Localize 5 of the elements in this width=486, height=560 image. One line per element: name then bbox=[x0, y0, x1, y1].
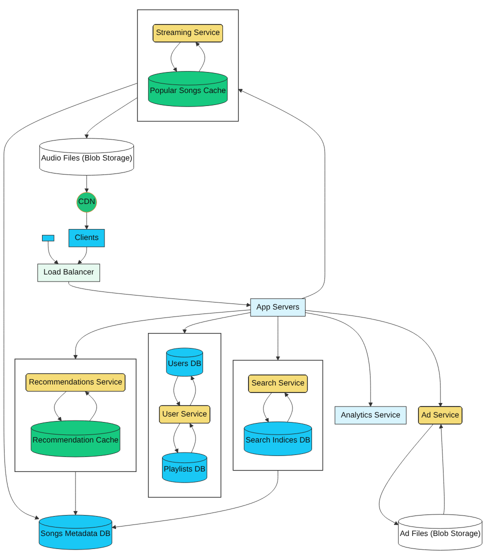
cluster bbox=[232, 360, 324, 471]
cluster bbox=[137, 9, 239, 122]
cluster bbox=[148, 332, 222, 498]
cluster bbox=[14, 358, 136, 472]
node-phone bbox=[42, 234, 54, 242]
